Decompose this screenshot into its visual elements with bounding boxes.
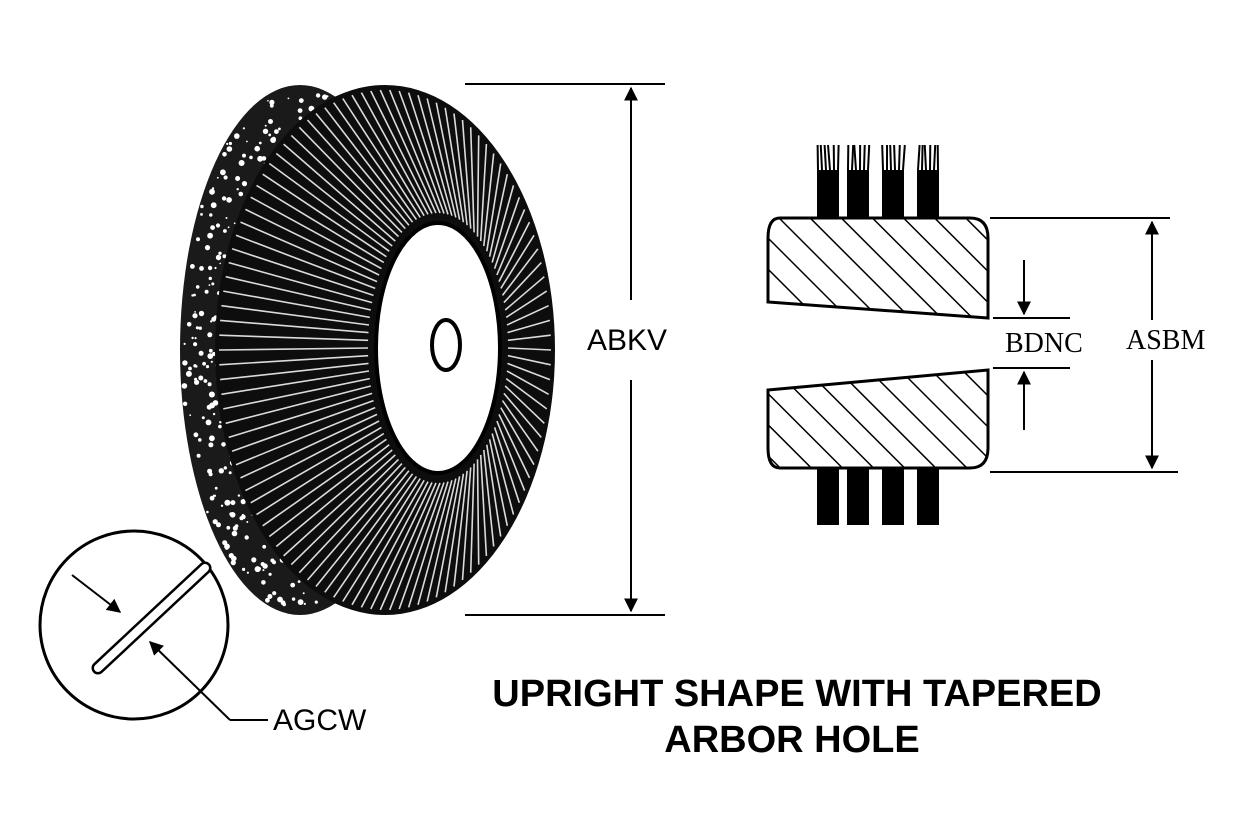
arbor-hole-dimension: BDNC: [993, 260, 1083, 430]
face-width-dimension: ASBM: [990, 217, 1205, 473]
overall-diameter-label: ABKV: [587, 324, 667, 357]
arbor-hole-label: BDNC: [1005, 328, 1083, 359]
cross-section-upper-body: [766, 216, 990, 320]
cross-section-illustration: [766, 144, 990, 525]
diagram-title-line2: ARBOR HOLE: [664, 719, 919, 761]
wire-diameter-detail: AGCW: [38, 529, 367, 737]
face-width-label: ASBM: [1126, 325, 1205, 356]
wire-wheel-illustration: [180, 85, 555, 615]
wheel-arbor-hole: [430, 318, 462, 372]
wheel-bristle-strands: [218, 89, 552, 611]
diagram-title-line1: UPRIGHT SHAPE WITH TAPERED: [492, 673, 1101, 715]
wire-diameter-label: AGCW: [273, 704, 367, 737]
cross-section-lower-body: [766, 368, 990, 470]
overall-diameter-dimension: ABKV: [465, 83, 667, 616]
